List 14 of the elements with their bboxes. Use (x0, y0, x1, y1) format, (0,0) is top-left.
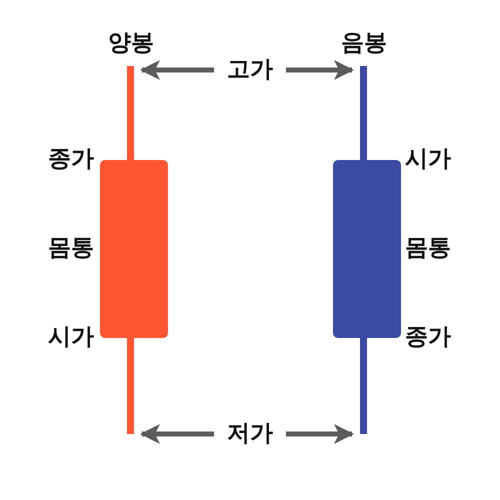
arrow (286, 424, 354, 444)
arrow (140, 424, 214, 444)
arrow (140, 60, 214, 80)
price-label: 종가 (48, 148, 94, 171)
arrow (286, 60, 354, 80)
candle-label: 양봉 (108, 32, 154, 55)
price-label: 몸통 (48, 237, 94, 260)
price-label: 종가 (405, 326, 451, 349)
price-label: 고가 (227, 58, 273, 82)
price-label: 몸통 (405, 237, 451, 260)
price-label: 시가 (405, 148, 451, 171)
price-label: 시가 (48, 326, 94, 349)
price-label: 저가 (227, 422, 273, 446)
candle-label: 음봉 (341, 32, 387, 55)
